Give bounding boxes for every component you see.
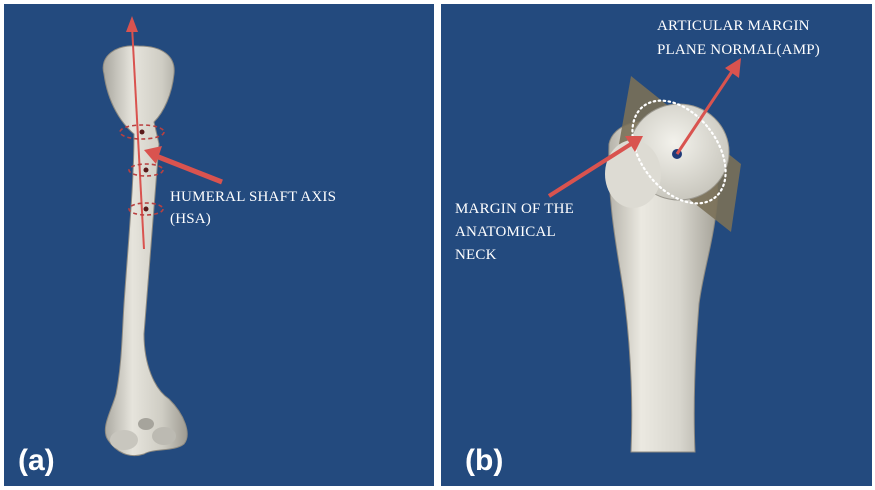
panel-b-label: (b): [465, 446, 503, 476]
humerus-illustration: [4, 4, 434, 486]
amp-annotation-line-2: PLANE NORMAL(AMP): [657, 38, 820, 62]
olecranon-fossa: [138, 418, 154, 430]
neck-annotation-line-1: MARGIN OF THE: [455, 198, 574, 221]
hsa-annotation: HUMERAL SHAFT AXIS (HSA): [170, 186, 336, 230]
humeral-head: [103, 46, 187, 456]
neck-annotation-line-2: ANATOMICAL: [455, 221, 574, 244]
greater-tubercle: [605, 140, 661, 208]
section-center-3: [144, 207, 149, 212]
axis-arrowhead-icon: [126, 16, 138, 32]
section-center-2: [144, 168, 149, 173]
amp-annotation-line-1: ARTICULAR MARGIN: [657, 14, 820, 38]
hsa-pointer-line: [156, 156, 222, 182]
section-center-1: [140, 130, 145, 135]
amp-annotation: ARTICULAR MARGIN PLANE NORMAL(AMP): [657, 14, 820, 62]
hsa-annotation-line-2: (HSA): [170, 208, 336, 230]
panel-a-label: (a): [18, 446, 55, 476]
panel-a: HUMERAL SHAFT AXIS (HSA) (a): [4, 4, 434, 486]
panel-b: ARTICULAR MARGIN PLANE NORMAL(AMP) MARGI…: [441, 4, 872, 486]
medial-condyle: [152, 427, 176, 445]
hsa-annotation-line-1: HUMERAL SHAFT AXIS: [170, 186, 336, 208]
lateral-condyle: [110, 430, 138, 450]
neck-annotation-line-3: NECK: [455, 244, 574, 267]
neck-annotation: MARGIN OF THE ANATOMICAL NECK: [455, 198, 574, 267]
